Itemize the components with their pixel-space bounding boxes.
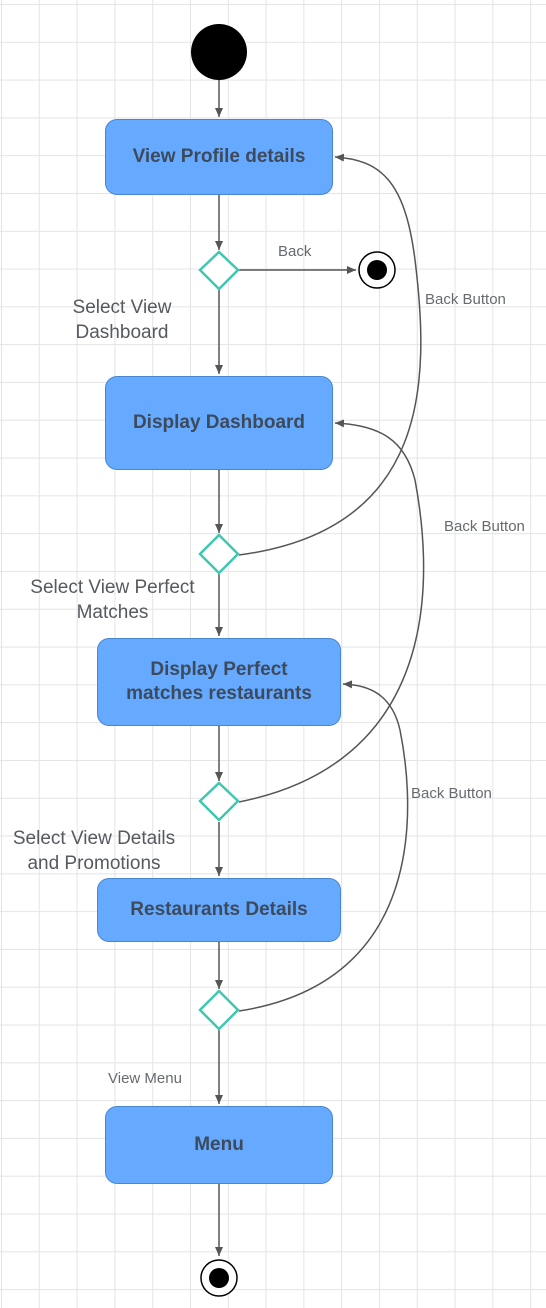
edge-label-view-menu: View Menu: [108, 1070, 182, 1087]
edge-label-line1: Select View Perfect: [30, 577, 195, 598]
activity-label: Display Dashboard: [132, 412, 306, 433]
edge-back-button-dashboard-to-profile: [238, 153, 422, 556]
activity-label: Menu: [194, 1134, 244, 1155]
edge-label-line2: Dashboard: [75, 322, 169, 343]
initial-node: [191, 24, 247, 80]
edge-label-back-button-1: Back Button: [425, 291, 506, 308]
edge-label-back: Back: [278, 243, 312, 260]
decision-node-4: [198, 989, 240, 1031]
edge-label-line1: Select View Details: [12, 828, 176, 849]
edge-back-button-perfect-to-dashboard: [238, 419, 425, 803]
activity-label: View Profile details: [132, 146, 306, 167]
edge-label-back-button-2: Back Button: [444, 518, 525, 535]
edge-label-line1: Select View: [72, 297, 172, 318]
decision-node-1: [198, 250, 240, 291]
activity-display-dashboard: Display Dashboard: [105, 376, 333, 470]
activity-label: Restaurants Details: [130, 899, 308, 920]
edge-label-line2: and Promotions: [27, 853, 161, 874]
edge-label-back-button-3: Back Button: [411, 785, 492, 802]
decision-node-2: [198, 533, 240, 575]
activity-label-line2: matches restaurants: [126, 683, 312, 704]
final-node-end: [200, 1259, 238, 1297]
activity-display-perfect-matches: Display Perfect matches restaurants: [97, 638, 341, 726]
decision-node-3: [198, 781, 240, 822]
edge-label-select-view-perfect-matches: Select View Perfect Matches: [10, 575, 215, 625]
activity-menu: Menu: [105, 1106, 333, 1184]
edge-label-select-view-dashboard: Select View Dashboard: [52, 295, 192, 345]
activity-view-profile-details: View Profile details: [105, 119, 333, 195]
edge-back-button-details-to-perfect: [238, 680, 409, 1012]
edge-label-line2: Matches: [76, 602, 149, 623]
final-node-back: [358, 251, 396, 289]
activity-label-line1: Display Perfect: [150, 659, 288, 680]
edge-label-select-view-details: Select View Details and Promotions: [0, 826, 188, 876]
activity-restaurants-details: Restaurants Details: [97, 878, 341, 942]
